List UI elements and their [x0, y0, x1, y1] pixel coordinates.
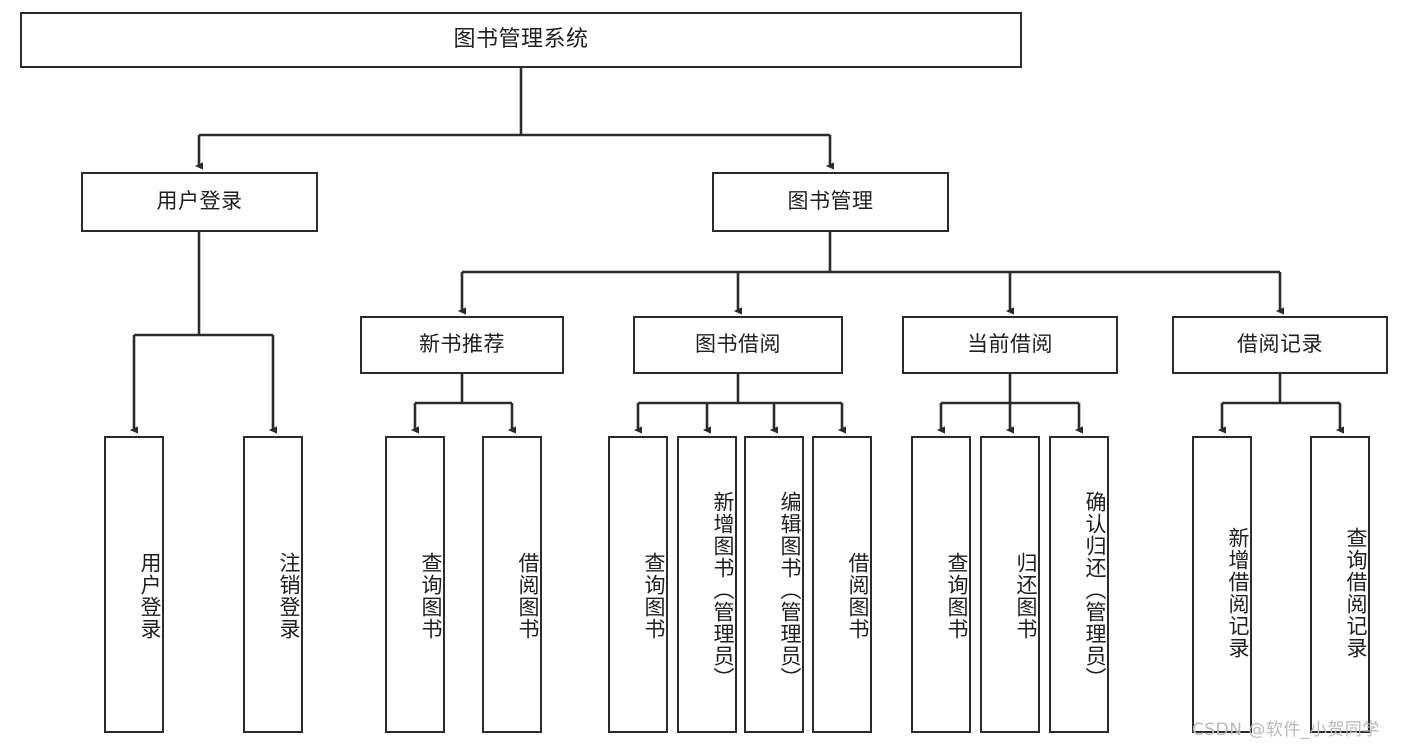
- node-leaf-query-book-3[interactable]: 查询图书: [911, 436, 971, 733]
- node-leaf-query-book-3-label: 查询图书: [945, 551, 969, 640]
- node-leaf-return-book[interactable]: 归还图书: [980, 436, 1040, 733]
- node-leaf-user-login-label: 用户登录: [138, 551, 162, 640]
- node-leaf-query-book-2-label: 查询图书: [642, 551, 666, 640]
- node-leaf-add-record-label: 新增借阅记录: [1226, 526, 1250, 659]
- csdn-watermark: CSDN @软件_小贺同学: [1192, 720, 1380, 740]
- node-leaf-user-logout-label: 注销登录: [277, 551, 301, 640]
- node-root[interactable]: 图书管理系统: [20, 12, 1022, 68]
- node-leaf-user-logout[interactable]: 注销登录: [243, 436, 303, 733]
- node-book-borrow[interactable]: 图书借阅: [633, 316, 843, 374]
- node-leaf-add-book-label: 新增图书（管理员）: [711, 490, 735, 689]
- node-leaf-query-book-2[interactable]: 查询图书: [608, 436, 668, 733]
- node-new-book-rec-label: 新书推荐: [419, 332, 505, 357]
- node-user-login[interactable]: 用户登录: [81, 172, 318, 232]
- node-leaf-confirm-return[interactable]: 确认归还（管理员）: [1049, 436, 1109, 733]
- node-leaf-edit-book[interactable]: 编辑图书（管理员）: [744, 436, 804, 733]
- node-leaf-borrow-book-2[interactable]: 借阅图书: [812, 436, 872, 733]
- node-book-manage-label: 图书管理: [787, 189, 874, 214]
- node-leaf-borrow-book-1[interactable]: 借阅图书: [482, 436, 542, 733]
- node-leaf-borrow-book-2-label: 借阅图书: [846, 551, 870, 640]
- node-current-borrow-label: 当前借阅: [967, 332, 1053, 357]
- node-leaf-edit-book-label: 编辑图书（管理员）: [778, 490, 802, 689]
- node-leaf-return-book-label: 归还图书: [1014, 551, 1038, 640]
- node-leaf-query-record[interactable]: 查询借阅记录: [1310, 436, 1370, 733]
- node-leaf-user-login[interactable]: 用户登录: [104, 436, 164, 733]
- node-root-label: 图书管理系统: [453, 26, 589, 52]
- node-borrow-record[interactable]: 借阅记录: [1172, 316, 1388, 374]
- node-leaf-confirm-return-label: 确认归还（管理员）: [1083, 490, 1107, 689]
- node-book-manage[interactable]: 图书管理: [712, 172, 949, 232]
- node-new-book-rec[interactable]: 新书推荐: [360, 316, 564, 374]
- node-leaf-add-book[interactable]: 新增图书（管理员）: [677, 436, 737, 733]
- node-leaf-borrow-book-1-label: 借阅图书: [516, 551, 540, 640]
- node-borrow-record-label: 借阅记录: [1237, 332, 1323, 357]
- node-current-borrow[interactable]: 当前借阅: [902, 316, 1118, 374]
- node-leaf-query-book-1-label: 查询图书: [419, 551, 443, 640]
- node-user-login-label: 用户登录: [156, 189, 243, 214]
- node-leaf-add-record[interactable]: 新增借阅记录: [1192, 436, 1252, 733]
- node-book-borrow-label: 图书借阅: [695, 332, 781, 357]
- node-leaf-query-record-label: 查询借阅记录: [1344, 526, 1368, 659]
- node-leaf-query-book-1[interactable]: 查询图书: [385, 436, 445, 733]
